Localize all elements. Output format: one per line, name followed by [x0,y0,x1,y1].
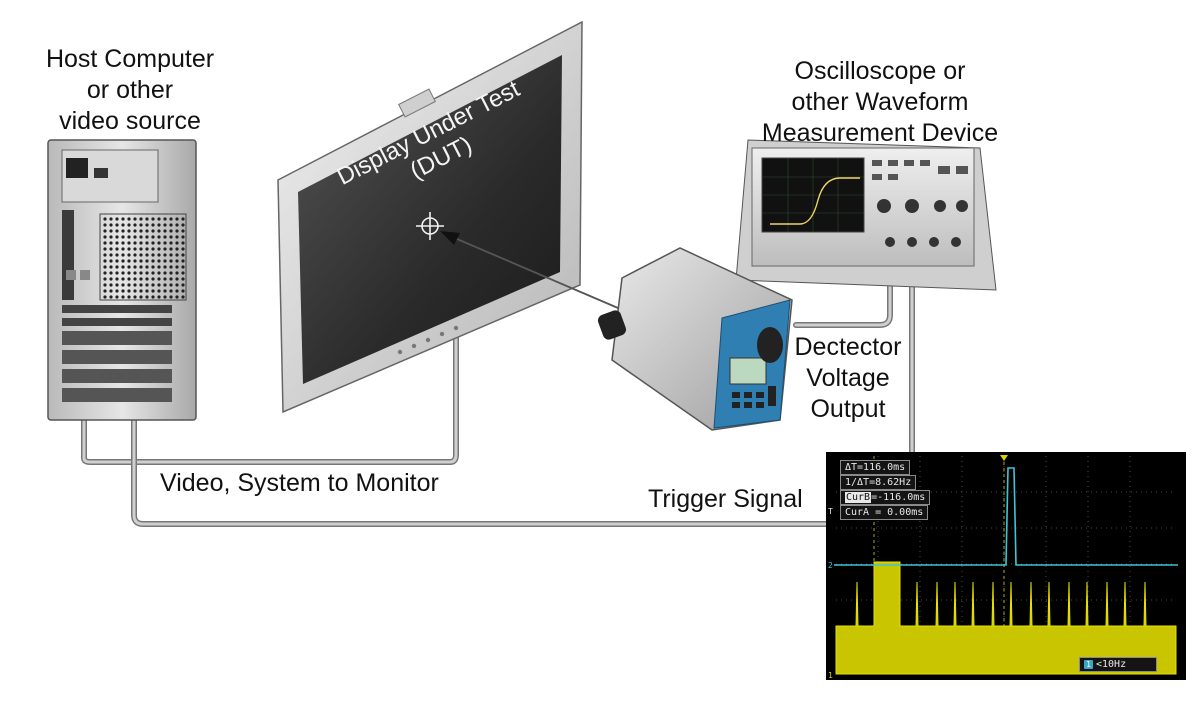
delta-t-readout: ΔT=116.0ms [840,460,911,475]
video-cable-label: Video, System to Monitor [160,469,439,497]
host-label-line-3: video source [59,107,201,135]
light-path-arrow [440,231,619,309]
cursor-a-readout: CurA = 0.00ms [840,505,929,520]
target-crosshair-icon [416,212,444,240]
oscilloscope-device [735,139,997,291]
detector-label-line-1: Dectector [794,333,902,361]
cursor-b-readout: CurB=-116.0ms [840,490,931,505]
channel-badge-icon: 1 [1084,660,1093,669]
scope-label-line-2: other Waveform [791,88,969,116]
t-marker: T [828,507,833,516]
photo-detector [597,247,793,431]
scope-label-line-3: Measurement Device [761,119,999,147]
cyan-trace [834,467,1178,566]
trigger-signal-label: Trigger Signal [648,485,803,513]
host-computer-tower [47,139,197,421]
detector-label-line-2: Voltage [806,364,890,392]
frequency-readout: 1<10Hz [1079,657,1158,672]
display-under-test [277,20,583,414]
scope-waveform: T 2 1 [828,455,1178,680]
cursor-b-value: =-116.0ms [871,492,926,503]
ch2-marker: 2 [828,561,833,570]
cursor-b-name: CurB [845,492,872,503]
oscilloscope-capture: T 2 1 ΔT=116.0ms 1/ΔT=8.62Hz CurB=-116.0… [826,452,1186,680]
detector-voltage-label: Dectector Voltage Output [780,332,916,425]
ch1-marker: 1 [828,671,833,680]
host-computer-label: Host Computer or other video source [20,44,240,137]
detector-label-line-3: Output [810,395,886,423]
inverse-delta-t-readout: 1/ΔT=8.62Hz [840,475,917,490]
host-label-line-1: Host Computer [45,45,215,73]
trigger-marker-icon [1000,455,1008,461]
yellow-trace [835,561,1177,675]
scope-label-line-1: Oscilloscope or [794,57,966,85]
oscilloscope-label: Oscilloscope or other Waveform Measureme… [740,56,1020,149]
frequency-value: <10Hz [1096,659,1127,670]
host-label-line-2: or other [86,76,174,104]
